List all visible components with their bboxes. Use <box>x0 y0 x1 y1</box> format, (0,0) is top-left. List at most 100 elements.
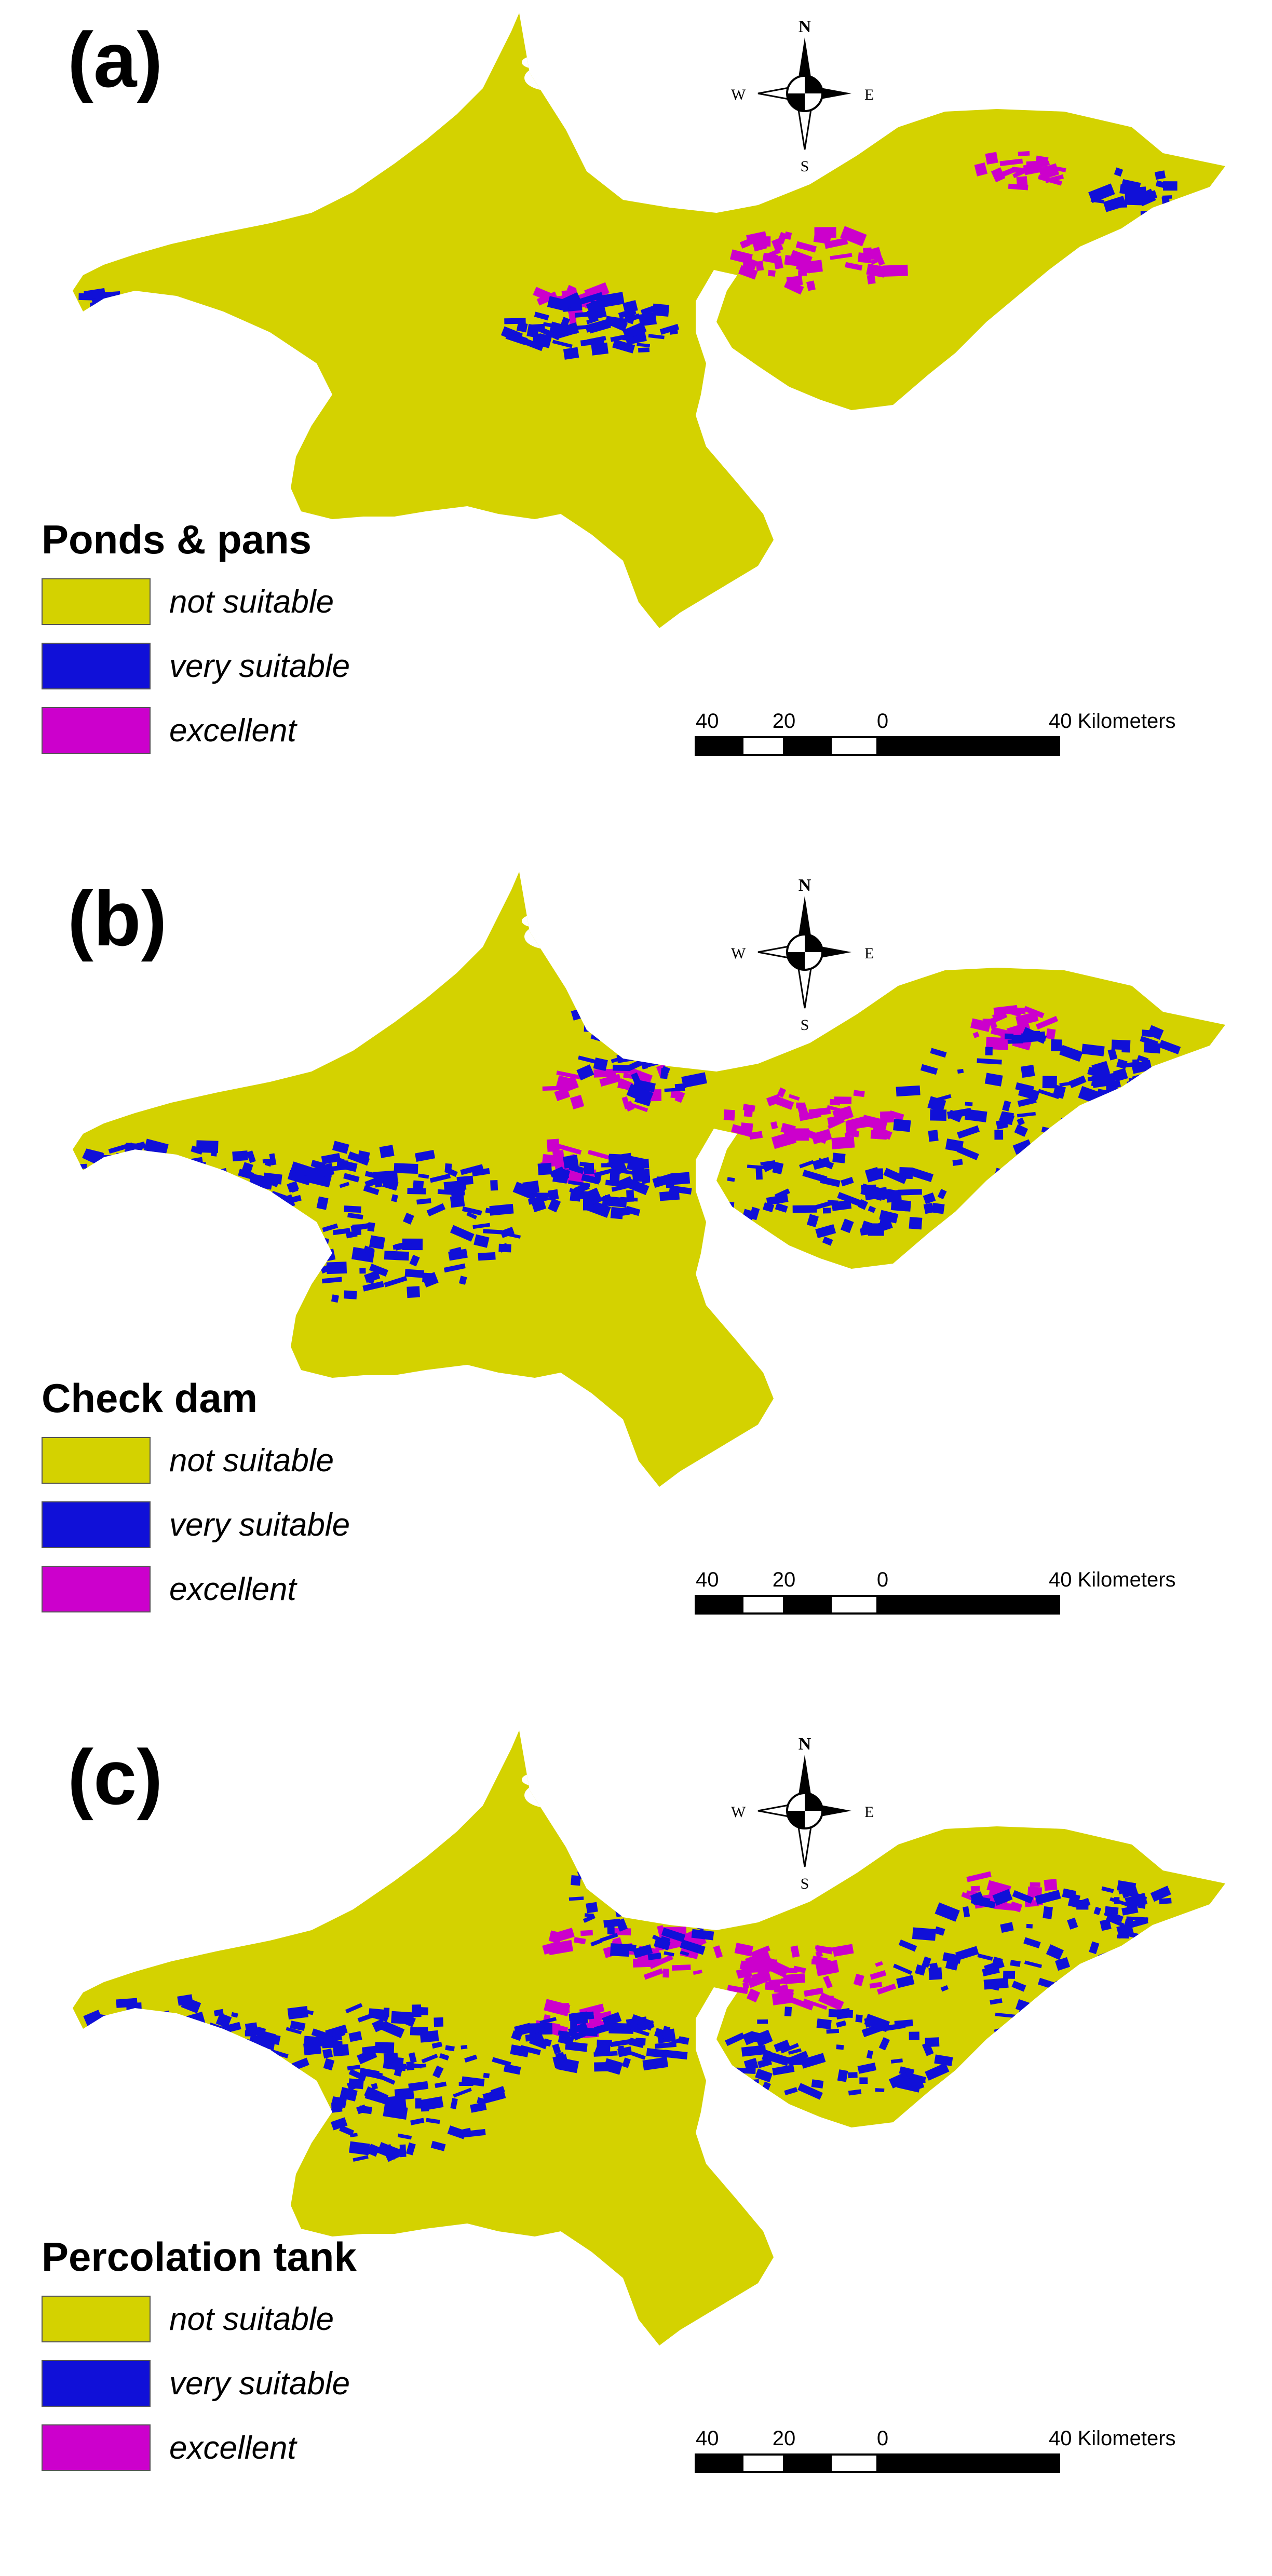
very-suitable-patch <box>439 2053 450 2060</box>
very-suitable-patch <box>129 1141 146 1152</box>
very-suitable-patch <box>1106 1085 1118 1095</box>
very-suitable-patch <box>774 2039 790 2052</box>
excellent-patch <box>643 1968 664 1980</box>
very-suitable-patch <box>724 1201 735 1209</box>
excellent-patch <box>831 1136 855 1149</box>
very-suitable-patch <box>529 2023 553 2035</box>
very-suitable-patch <box>695 1902 714 1912</box>
very-suitable-patch <box>461 2128 486 2138</box>
very-suitable-patch <box>593 1863 612 1874</box>
very-suitable-patch <box>786 2051 809 2065</box>
very-suitable-patch <box>237 1178 247 1192</box>
very-suitable-patch <box>73 2050 95 2065</box>
very-suitable-patch <box>1080 2025 1090 2034</box>
legend-label: very suitable <box>169 2365 350 2402</box>
very-suitable-patch <box>325 2024 348 2039</box>
very-suitable-patch <box>610 2039 633 2048</box>
very-suitable-patch <box>339 2125 355 2136</box>
very-suitable-patch <box>535 325 561 341</box>
very-suitable-patch <box>898 1189 922 1196</box>
legend-item-excellent: excellent <box>42 1561 457 1618</box>
very-suitable-patch <box>213 2009 224 2016</box>
scale-tick-label: 40 Kilometers <box>1049 2427 1176 2450</box>
very-suitable-patch <box>84 288 106 300</box>
very-suitable-patch <box>282 2112 304 2126</box>
very-suitable-patch <box>283 1270 295 1285</box>
very-suitable-patch <box>1114 167 1124 177</box>
scale-tick-label: 40 <box>696 1568 719 1591</box>
legend-item-very-suitable: very suitable <box>42 638 457 695</box>
very-suitable-patch <box>273 2103 299 2114</box>
very-suitable-patch <box>1105 1977 1113 1984</box>
excellent-patch <box>824 237 848 249</box>
very-suitable-patch <box>482 2089 506 2104</box>
excellent-patch <box>755 261 764 272</box>
very-suitable-patch <box>473 1234 490 1248</box>
very-suitable-patch <box>982 1965 1000 1976</box>
very-suitable-patch <box>414 1149 436 1162</box>
very-suitable-patch <box>625 1877 634 1888</box>
very-suitable-patch <box>607 1846 627 1858</box>
legend-item-excellent: excellent <box>42 2419 457 2476</box>
very-suitable-patch <box>472 1223 491 1229</box>
very-suitable-patch <box>569 1896 584 1901</box>
very-suitable-patch <box>993 1168 1012 1184</box>
very-suitable-patch <box>1026 2034 1038 2046</box>
very-suitable-patch <box>231 2054 257 2066</box>
very-suitable-patch <box>379 1145 395 1158</box>
very-suitable-patch <box>612 1882 625 1896</box>
very-suitable-patch <box>613 1881 626 1895</box>
very-suitable-patch <box>524 338 544 351</box>
very-suitable-patch <box>539 2017 557 2025</box>
excellent-patch <box>1027 1886 1043 1898</box>
very-suitable-patch <box>1056 2014 1067 2025</box>
very-suitable-patch <box>760 1160 776 1166</box>
very-suitable-patch <box>1155 180 1175 191</box>
very-suitable-patch <box>261 2122 276 2130</box>
very-suitable-patch <box>654 1938 671 1950</box>
very-suitable-patch <box>500 326 523 343</box>
very-suitable-patch <box>638 347 650 353</box>
excellent-patch <box>762 252 778 264</box>
very-suitable-patch <box>470 2102 487 2113</box>
scale-segment <box>830 1595 878 1615</box>
very-suitable-patch <box>912 1927 936 1941</box>
very-suitable-patch <box>202 2054 216 2065</box>
very-suitable-patch <box>624 311 636 324</box>
very-suitable-patch <box>500 1227 515 1238</box>
very-suitable-patch <box>163 2057 184 2067</box>
excellent-patch <box>724 1109 735 1115</box>
very-suitable-patch <box>1143 1083 1160 1092</box>
excellent-patch <box>593 1068 616 1078</box>
very-suitable-patch <box>911 1168 933 1183</box>
very-suitable-patch <box>537 1162 552 1175</box>
very-suitable-patch <box>209 1168 228 1182</box>
excellent-patch <box>827 1118 845 1129</box>
very-suitable-patch <box>594 1173 602 1183</box>
legend-item-very-suitable: very suitable <box>42 2355 457 2412</box>
very-suitable-patch <box>688 1873 707 1888</box>
very-suitable-patch <box>626 1841 643 1858</box>
very-suitable-patch <box>626 1868 650 1885</box>
no-data-gap <box>581 127 613 143</box>
very-suitable-patch <box>1150 1886 1171 1902</box>
very-suitable-patch <box>784 2006 792 2017</box>
very-suitable-patch <box>638 312 657 327</box>
very-suitable-patch <box>101 1155 124 1168</box>
excellent-patch <box>770 1121 778 1130</box>
very-suitable-patch <box>1014 1124 1029 1137</box>
very-suitable-patch <box>271 1178 280 1187</box>
very-suitable-patch <box>430 2140 446 2151</box>
very-suitable-patch <box>957 1125 980 1139</box>
very-suitable-patch <box>656 1176 669 1184</box>
very-suitable-patch <box>755 1168 763 1180</box>
very-suitable-patch <box>135 1161 158 1170</box>
very-suitable-patch <box>404 1269 425 1278</box>
very-suitable-patch <box>715 1884 725 1890</box>
very-suitable-patch <box>788 2048 802 2055</box>
very-suitable-patch <box>935 1902 960 1922</box>
very-suitable-patch <box>822 1208 831 1214</box>
very-suitable-patch <box>584 1162 594 1174</box>
excellent-patch <box>803 1987 824 1997</box>
